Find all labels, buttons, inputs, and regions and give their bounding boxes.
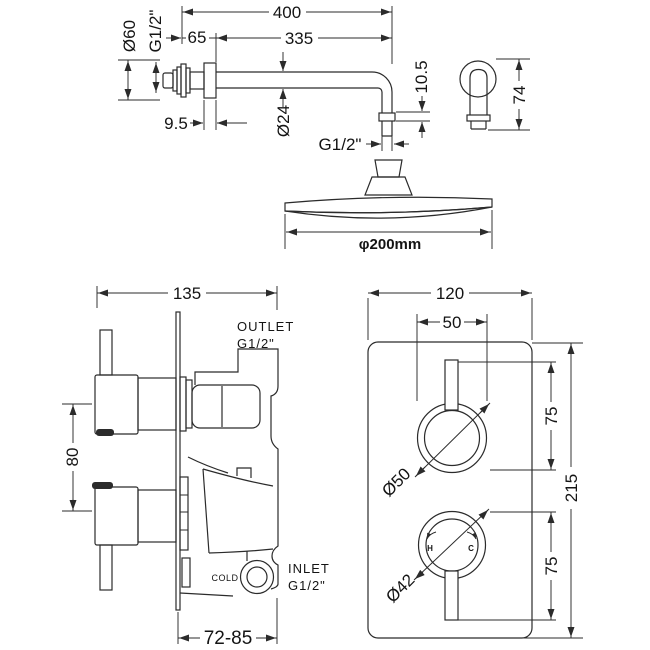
plate-height-label: 215 [562, 474, 581, 502]
dim-80: 80 [62, 403, 92, 512]
arm-tube-outer [216, 71, 393, 113]
inlet-thread-label: G1/2" [288, 578, 326, 593]
dim-75-top: 75 [458, 361, 561, 471]
head-connector-top [374, 159, 403, 178]
dim-65-335: 65 335 [166, 28, 392, 48]
top-knob-dia-label: Ø50 [378, 464, 414, 500]
cold-indicator-label: C [468, 544, 474, 553]
bottom-knob: Ø42 H C [382, 508, 490, 621]
wall-plate [175, 311, 181, 611]
side-height-label: 74 [510, 86, 529, 105]
dim-head-dia: φ200mm [284, 210, 493, 253]
valve-plate [367, 341, 533, 639]
head-connector-base [364, 176, 413, 196]
dim-135: 135 [96, 284, 278, 310]
dim-tube-dia: Ø24 [274, 52, 293, 137]
wall-thread-label: G1/2" [146, 10, 165, 53]
top-knob: Ø50 [378, 359, 491, 500]
bottom-base [137, 489, 177, 543]
valve-side-view: 135 [62, 284, 330, 649]
dim-reach-label: 335 [285, 29, 313, 48]
top-lever [99, 329, 113, 376]
valve-front-view: Ø50 Ø42 H C 120 [367, 284, 583, 639]
dim-72-85: 72-85 [177, 598, 278, 649]
hot-rotation-arrow [426, 531, 437, 540]
arm-end-view: 74 [459, 58, 530, 131]
flange-thickness-label: 9.5 [164, 114, 188, 133]
handle-width-label: 50 [443, 313, 462, 332]
tube-tip [470, 121, 487, 130]
collar-height-label: 10.5 [412, 60, 431, 93]
top-grip [94, 374, 139, 435]
wall-nipple [162, 63, 205, 98]
bottom-lever [99, 544, 113, 591]
bottom-handle [92, 482, 177, 591]
cold-rotation-arrow [466, 531, 477, 540]
bottom-grip [94, 486, 139, 546]
dim-50: 50 [416, 313, 488, 401]
drop-tube-front [469, 68, 488, 115]
flange-dia-label: Ø60 [120, 20, 139, 52]
drop-thread-label: G1/2" [319, 135, 362, 154]
hot-label: H [427, 544, 433, 553]
dim-flange-dia: Ø60 [118, 20, 160, 101]
head-cap [284, 196, 493, 214]
concealed-body [179, 348, 279, 597]
handle-spacing-label: 80 [63, 448, 82, 467]
tube-dia-label: Ø24 [274, 105, 293, 137]
inlet-port [239, 559, 275, 595]
dim-collar: 10.5 [396, 60, 431, 138]
dim-drop-thread: G1/2" [319, 135, 409, 154]
cold-label: COLD [211, 573, 238, 583]
top-handle [94, 329, 177, 436]
wall-flange [203, 62, 217, 99]
outlet-thread-label: G1/2" [237, 336, 275, 351]
valve-width-label: 135 [173, 284, 201, 303]
dim-wall-offset-label: 65 [188, 28, 207, 47]
inlet-port-inner [246, 566, 268, 588]
top-grip-detail [96, 429, 114, 436]
arm-drop-tube [381, 121, 393, 137]
dim-75-bottom: 75 [458, 511, 561, 621]
depth-label: 72-85 [204, 628, 253, 649]
top-knob-handle [444, 359, 459, 411]
inlet-label: INLET [288, 561, 330, 576]
plate-width-label: 120 [436, 284, 464, 303]
dim-120: 120 [367, 284, 533, 340]
dim-215: 215 [520, 342, 583, 639]
top-base [137, 377, 177, 431]
outlet-label: OUTLET [237, 319, 294, 334]
dim-overall-label: 400 [273, 3, 301, 22]
top-spacing-label: 75 [542, 407, 561, 426]
head-face [284, 206, 493, 219]
bottom-spacing-label: 75 [542, 557, 561, 576]
arm-tube-inner [216, 87, 383, 113]
collar-front [466, 114, 491, 122]
flange-circle [459, 60, 497, 98]
dim-74: 74 [488, 58, 530, 131]
bottom-knob-dia-label: Ø42 [382, 570, 418, 606]
dim-400: 400 [181, 3, 393, 64]
arm-collar [378, 112, 396, 122]
shower-head: φ200mm [284, 159, 493, 253]
dim-wall-thread: G1/2" [146, 10, 165, 93]
dim-flange-thickness: 9.5 [164, 100, 247, 133]
bottom-knob-handle [444, 570, 459, 621]
head-dia-label: φ200mm [359, 236, 421, 253]
shower-arm-view: 400 65 335 Ø60 [118, 3, 431, 154]
